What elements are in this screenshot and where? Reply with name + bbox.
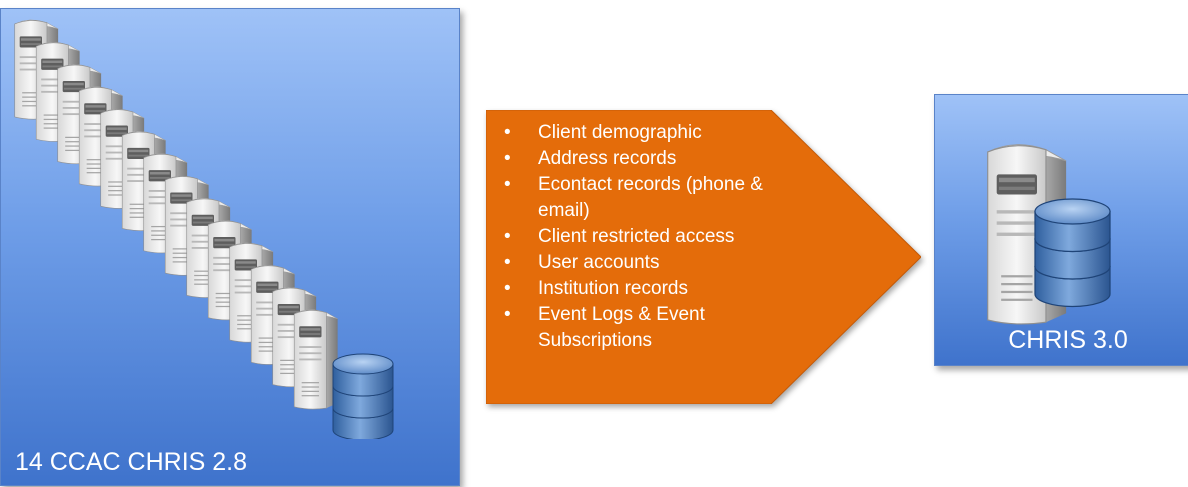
database-icon xyxy=(332,353,394,439)
source-panel: 14 CCAC CHRIS 2.8 xyxy=(0,8,460,486)
source-panel-label: 14 CCAC CHRIS 2.8 xyxy=(15,448,248,476)
list-item: Institution records xyxy=(504,276,814,302)
list-item: Econtact records (phone & email) xyxy=(504,172,814,224)
list-item: Client demographic xyxy=(504,120,814,146)
database-icon xyxy=(1034,198,1111,308)
list-item: Event Logs & Event Subscriptions xyxy=(504,302,814,354)
migrated-items-list: Client demographic Address records Econt… xyxy=(504,120,814,354)
target-panel-label: CHRIS 3.0 xyxy=(1008,326,1128,354)
server-icon xyxy=(293,309,338,410)
list-item: User accounts xyxy=(504,250,814,276)
server-stack xyxy=(14,19,394,439)
target-panel: CHRIS 3.0 xyxy=(934,94,1188,366)
list-item: Client restricted access xyxy=(504,224,814,250)
list-item: Address records xyxy=(504,146,814,172)
migration-arrow: Client demographic Address records Econt… xyxy=(486,110,921,404)
server-icon-group xyxy=(986,144,1111,325)
